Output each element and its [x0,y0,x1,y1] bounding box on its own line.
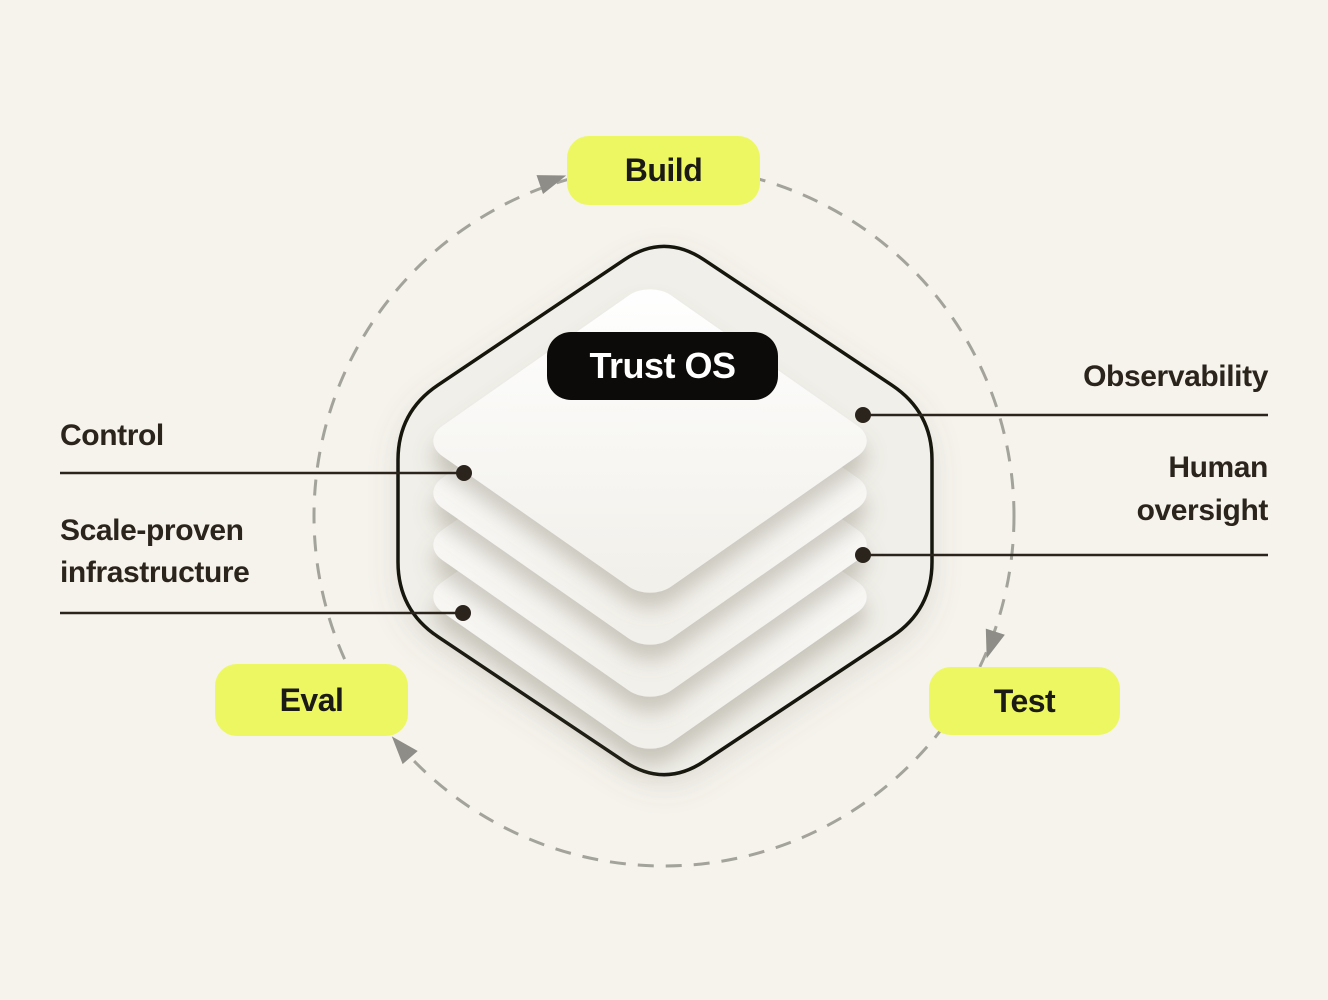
cycle-arrowhead-icon [391,736,418,765]
cycle-node-eval-label: Eval [279,681,344,718]
cycle-node-build: Build [567,136,760,205]
connector-dot [855,547,871,563]
callout-observability: Observability [1083,360,1268,393]
cycle-node-eval: Eval [215,664,408,736]
center-title: Trust OS [589,345,736,386]
cycle-node-test: Test [929,667,1120,735]
cycle-arrowhead-icon [536,175,567,195]
connector-dot [456,465,472,481]
cycle-arrowhead-icon [985,628,1005,659]
callout-human-oversight: Human oversight [1136,451,1269,527]
connector-dot [455,605,471,621]
cycle-dashed-circle [312,164,1016,868]
cycle-node-build-label: Build [624,152,703,188]
cycle-node-test-label: Test [993,682,1056,719]
callout-scale-proven-infrastructure: Scale-proven infrastructure [60,514,250,589]
center-title-pill: Trust OS [547,332,778,400]
callout-control: Control [60,419,164,452]
connector-dot [855,407,871,423]
